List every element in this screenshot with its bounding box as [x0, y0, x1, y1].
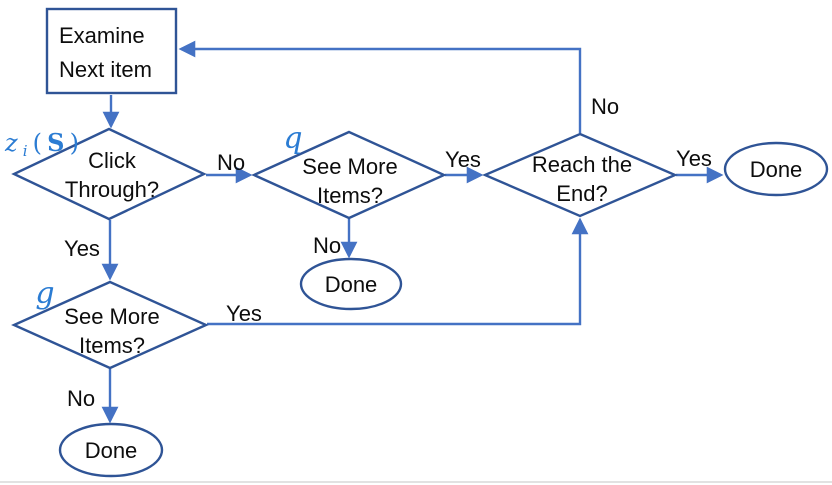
edge-seemore-g-yes-to-reachend: [207, 217, 589, 326]
node-examine-next-item: Examine Next item: [45, 7, 178, 95]
node-label-line1: Reach the: [532, 152, 632, 177]
node-label-line1: See More: [302, 154, 397, 179]
node-reach-the-end: Reach the End?: [481, 132, 679, 218]
math-label-zi-S: z i ( S ): [4, 128, 79, 160]
node-label-line2: End?: [556, 181, 607, 206]
edge-label-no: No: [313, 233, 341, 258]
node-see-more-items-q: See More Items?: [251, 130, 447, 220]
node-done-right: Done: [723, 141, 829, 197]
math-subscript-i: i: [23, 142, 28, 160]
edges: [101, 40, 724, 424]
node-done-bottom: Done: [58, 422, 164, 478]
node-label: Done: [325, 272, 378, 297]
edge-labels: No Yes Yes No Yes No No Yes: [64, 94, 712, 411]
node-label: Done: [85, 438, 138, 463]
math-label-q: q: [283, 121, 302, 156]
edge-label-yes: Yes: [226, 301, 262, 326]
math-labels: z i ( S ) q g: [4, 121, 303, 311]
node-see-more-items-g: See More Items?: [11, 280, 209, 370]
terminator-ellipse: [723, 141, 829, 197]
math-close-paren: ): [70, 129, 79, 157]
math-bold-S: S: [47, 128, 64, 157]
decision-diamond: [11, 127, 207, 221]
node-label-line1: See More: [64, 304, 159, 329]
decision-diamond: [481, 132, 679, 218]
terminator-ellipse: [58, 422, 164, 478]
edge-label-yes: Yes: [676, 146, 712, 171]
decision-diamond: [251, 130, 447, 220]
terminator-ellipse: [299, 257, 403, 311]
edge-label-yes: Yes: [64, 236, 100, 261]
edge-label-no: No: [67, 386, 95, 411]
edge-label-no: No: [591, 94, 619, 119]
edge-reachend-no-loop-to-examine: [178, 40, 582, 133]
math-z: z: [4, 129, 18, 157]
node-click-through: Click Through?: [11, 127, 207, 221]
math-label-g: g: [35, 276, 54, 311]
node-label: Done: [750, 157, 803, 182]
node-done-middle: Done: [299, 257, 403, 311]
math-open-paren: (: [33, 129, 42, 157]
node-label-line2: Items?: [317, 183, 383, 208]
edge-label-yes: Yes: [445, 147, 481, 172]
node-label-line2: Items?: [79, 333, 145, 358]
edge-label-no: No: [217, 150, 245, 175]
node-label-line1: Examine: [59, 23, 145, 48]
node-label-line2: Next item: [59, 57, 152, 82]
process-box: [45, 7, 178, 95]
decision-diamond: [11, 280, 209, 370]
node-label-line1: Click: [88, 148, 137, 173]
node-label-line2: Through?: [65, 177, 159, 202]
